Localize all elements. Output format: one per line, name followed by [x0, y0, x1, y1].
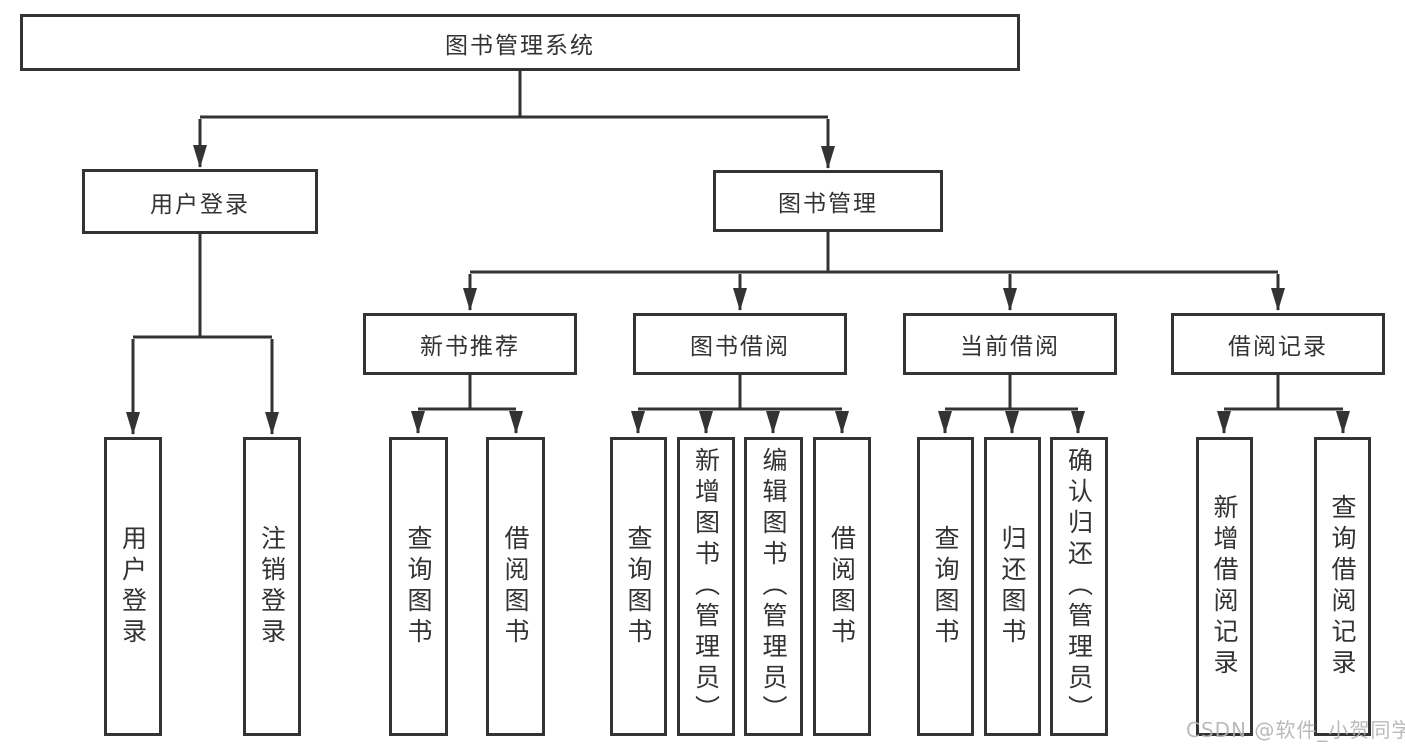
node-current-borrow: 当前借阅: [903, 313, 1117, 375]
leaf-borrow-query-books: 查询图书: [610, 437, 667, 736]
leaf-current-return-books: 归还图书: [984, 437, 1041, 736]
leaf-current-query-books: 查询图书: [917, 437, 974, 736]
leaf-record-query-borrow-record: 查询借阅记录: [1314, 437, 1371, 736]
leaf-record-add-borrow-record: 新增借阅记录: [1196, 437, 1253, 736]
leaf-recommend-query-books: 查询图书: [389, 437, 448, 736]
node-book-borrow: 图书借阅: [633, 313, 847, 375]
node-new-book-recommend: 新书推荐: [363, 313, 577, 375]
csdn-watermark: CSDN @软件_小贺同学: [1186, 718, 1405, 742]
leaf-user-login: 用户登录: [104, 437, 162, 736]
node-book-management: 图书管理: [713, 170, 943, 232]
leaf-borrow-edit-books-admin: 编辑图书（管理员）: [744, 437, 803, 736]
leaf-borrow-add-books-admin: 新增图书（管理员）: [677, 437, 735, 736]
leaf-current-confirm-return-admin: 确认归还（管理员）: [1050, 437, 1108, 736]
node-library-management-system: 图书管理系统: [20, 14, 1020, 71]
node-borrow-record: 借阅记录: [1171, 313, 1385, 375]
leaf-logout: 注销登录: [243, 437, 301, 736]
leaf-borrow-borrow-books: 借阅图书: [813, 437, 871, 736]
node-user-login: 用户登录: [82, 169, 318, 234]
leaf-recommend-borrow-books: 借阅图书: [486, 437, 545, 736]
